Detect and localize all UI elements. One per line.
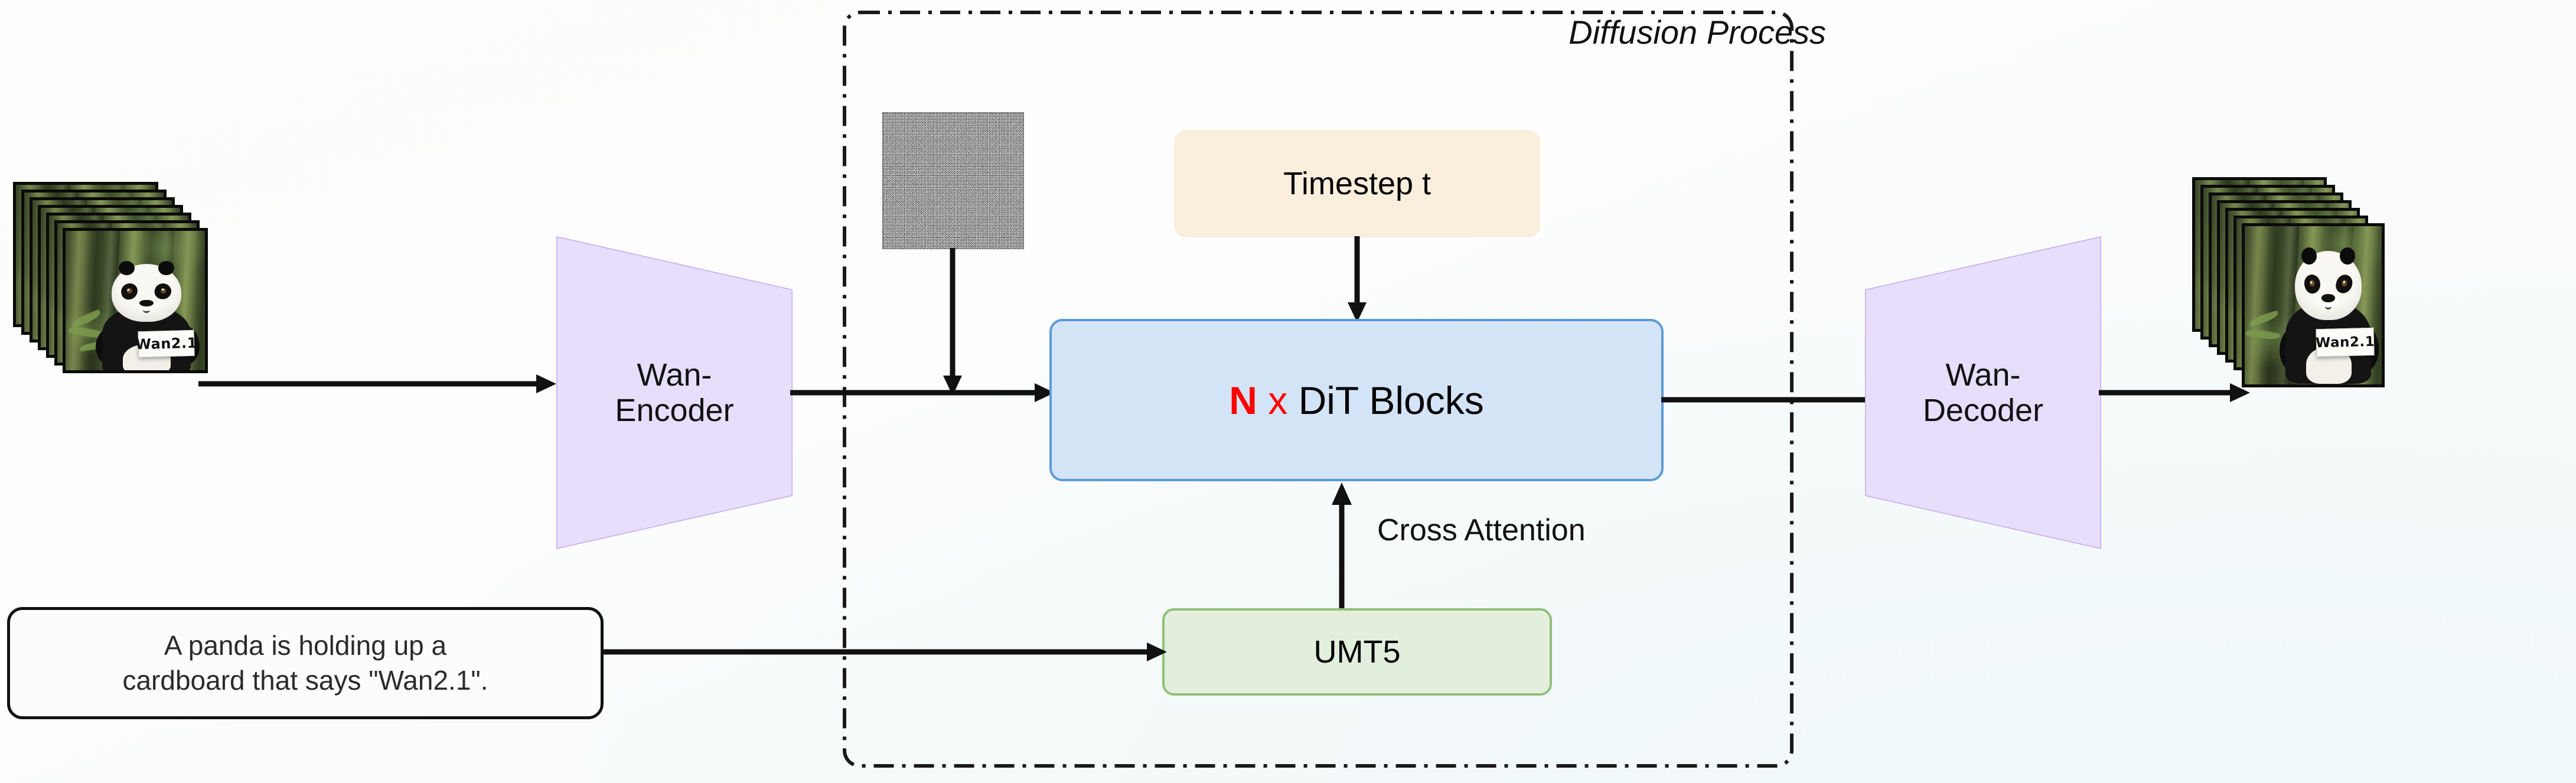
dit-repeat-times: x bbox=[1268, 378, 1288, 422]
timestep-label: Timestep t bbox=[1283, 166, 1432, 201]
panda-sign: Wan2.1 bbox=[135, 329, 197, 357]
dit-blocks-label: DiT Blocks bbox=[1298, 378, 1484, 422]
arrow-cross-attention bbox=[1329, 481, 1355, 623]
arrow-decoder-to-output bbox=[2099, 381, 2252, 404]
umt5-label: UMT5 bbox=[1313, 634, 1401, 670]
wan-encoder-block[interactable]: Wan- Encoder bbox=[556, 236, 793, 549]
output-video-frame-stack: Wan2.1 bbox=[2192, 177, 2387, 387]
input-video-frame-stack: Wan2.1 bbox=[13, 182, 208, 373]
prompt-line-2: cardboard that says "Wan2.1". bbox=[122, 665, 488, 696]
panda-sign-text: Wan2.1 bbox=[2315, 333, 2375, 351]
wan-decoder-label-line2: Decoder bbox=[1922, 393, 2044, 428]
prompt-textbox[interactable]: A panda is holding up a cardboard that s… bbox=[7, 607, 604, 719]
diffusion-process-label: Diffusion Process bbox=[1569, 14, 1826, 51]
umt5-block[interactable]: UMT5 bbox=[1162, 608, 1552, 696]
prompt-line-1: A panda is holding up a bbox=[164, 630, 447, 661]
wan-decoder-label-line1: Wan- bbox=[1945, 357, 2021, 393]
arrow-frames-to-encoder bbox=[198, 372, 559, 396]
timestep-block[interactable]: Timestep t bbox=[1174, 130, 1540, 237]
dit-repeat-count: N bbox=[1229, 378, 1257, 422]
cross-attention-label: Cross Attention bbox=[1377, 513, 1586, 547]
wan-encoder-label-line2: Encoder bbox=[615, 393, 734, 428]
dit-blocks-block[interactable]: N x DiT Blocks bbox=[1049, 319, 1664, 481]
panda-sign-text: Wan2.1 bbox=[135, 334, 197, 353]
wan-decoder-block[interactable]: Wan- Decoder bbox=[1865, 236, 2101, 549]
panda-figure: Wan2.1 bbox=[93, 260, 200, 370]
arrow-encoder-to-dit bbox=[790, 381, 1056, 404]
input-frame-front: Wan2.1 bbox=[63, 228, 208, 373]
panda-sign: Wan2.1 bbox=[2315, 327, 2375, 357]
wan-encoder-label-line1: Wan- bbox=[637, 357, 712, 393]
noise-latent-patch bbox=[882, 112, 1024, 249]
diffusion-process-boundary bbox=[843, 11, 1794, 768]
output-frame-front: Wan2.1 bbox=[2242, 223, 2385, 387]
arrow-prompt-to-umt5 bbox=[602, 640, 1169, 664]
arrow-noise-to-dit bbox=[941, 248, 964, 399]
panda-figure: Wan2.1 bbox=[2278, 247, 2379, 384]
arrow-timestep-to-dit bbox=[1345, 236, 1369, 325]
